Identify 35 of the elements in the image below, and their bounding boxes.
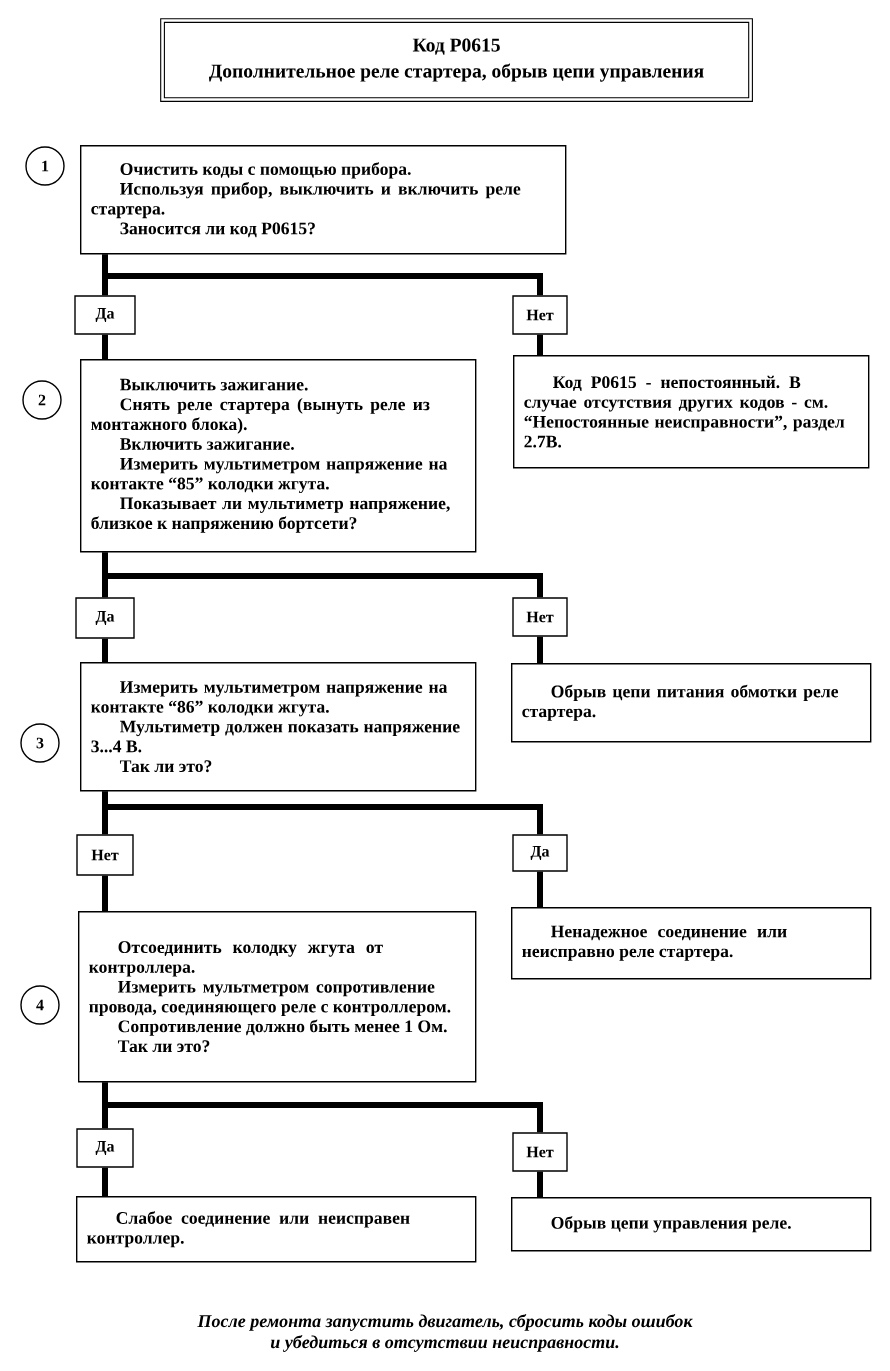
result-box: Ненадежное соединение или неисправно реле стартера. [511, 907, 872, 980]
step-box: Отсоединить колодку жгута от контроллера. Измерить мультметром сопротивление провода, соединяющего реле с контроллером. Сопротивление должно быть менее 1 Ом. Так ли это? [78, 911, 477, 1083]
title-box: Код P0615 Дополнительное реле стартера, обрыв цепи управления [160, 18, 753, 102]
step-number: 4 [20, 985, 60, 1025]
connector-line [537, 334, 543, 355]
step-box: Выключить зажигание. Снять реле стартера (вынуть реле из монтажного блока). Включить зажигание. Измерить мультиметром напряжение на контакте “85” колодки жгута. Показывает ли мультиметр напряжение, близкое к напряжению бортсети? [80, 359, 477, 553]
connector-line [102, 254, 543, 296]
branch-label: Да [74, 295, 136, 335]
caption-text: После ремонта запустить двигатель, сбросить коды ошибок и убедиться в отсутствии неисправности. [197, 1314, 693, 1352]
connector-line [102, 1167, 108, 1196]
connector-line [102, 334, 108, 359]
connector-line [102, 791, 543, 835]
connector-line [102, 552, 543, 598]
step-number: 3 [20, 723, 60, 763]
branch-label: Нет [76, 834, 134, 876]
step-number: 1 [25, 146, 65, 186]
branch-label: Нет [512, 295, 568, 335]
step-box: Измерить мультиметром напряжение на контакте “86” колодки жгута. Мультиметр должен показать напряжение 3...4 В. Так ли это? [80, 662, 477, 792]
branch-label: Да [75, 597, 135, 639]
branch-label: Да [512, 834, 568, 872]
connector-line [537, 1171, 543, 1197]
result-box: Обрыв цепи управления реле. [511, 1197, 872, 1252]
result-box: Код P0615 - непостоянный. В случае отсутствия других кодов - см. “Непостоянные неисправности”, раздел 2.7В. [513, 355, 870, 469]
connector-line [537, 871, 543, 907]
step-box: Очистить коды с помощью прибора. Используя прибор, выключить и включить реле стартера. Заносится ли код P0615? [80, 145, 567, 255]
result-box: Обрыв цепи питания обмотки реле стартера. [511, 663, 872, 743]
connector-line [102, 875, 108, 911]
connector-line [102, 1082, 543, 1133]
result-box: Слабое соединение или неисправен контроллер. [76, 1196, 477, 1263]
connector-line [537, 636, 543, 663]
step-number: 2 [22, 380, 62, 420]
branch-label: Да [76, 1128, 134, 1168]
branch-label: Нет [512, 597, 568, 637]
branch-label: Нет [512, 1132, 568, 1172]
connector-line [102, 638, 108, 662]
